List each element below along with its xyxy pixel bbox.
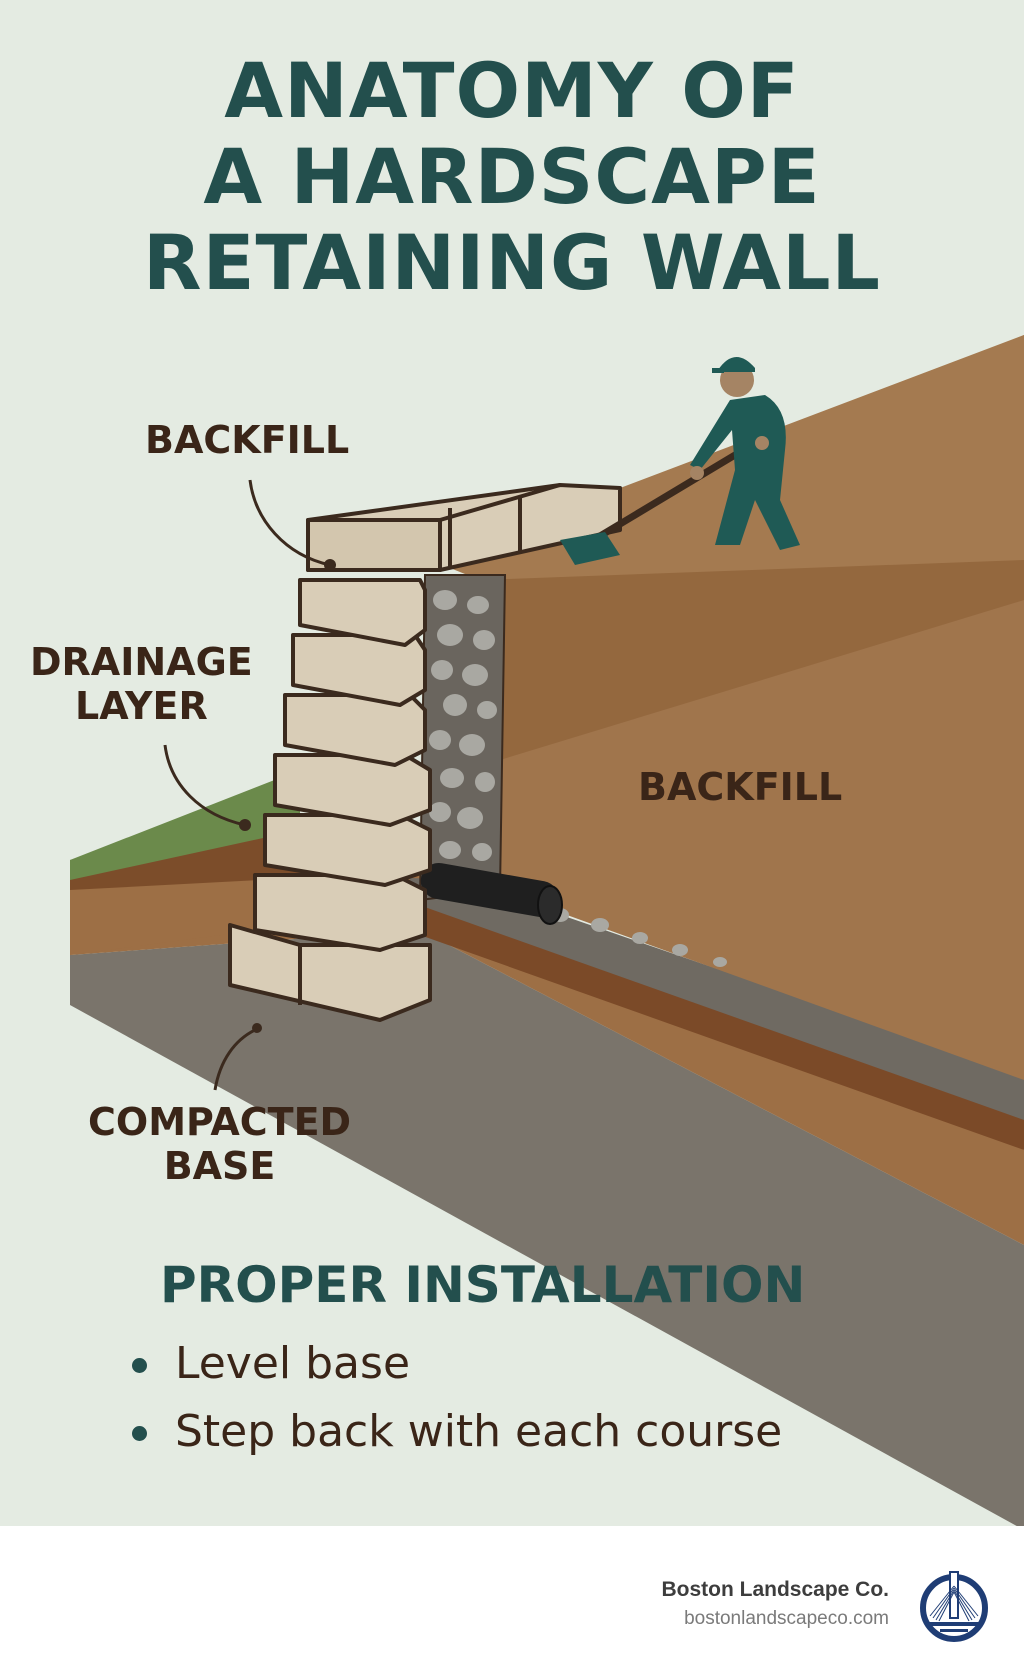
grass-strip — [70, 770, 300, 880]
footer: Boston Landscape Co. bostonlandscapeco.c… — [0, 1526, 1024, 1666]
company-website-link[interactable]: bostonlandscapeco.com — [684, 1608, 889, 1629]
backfill-darker-band — [500, 545, 1024, 760]
bullet-icon — [132, 1426, 147, 1441]
label-line: BASE — [163, 1144, 276, 1188]
company-name: Boston Landscape Co. — [661, 1578, 889, 1601]
list-item-text: Step back with each course — [175, 1406, 783, 1457]
label-compacted-base: COMPACTED BASE — [88, 1100, 351, 1188]
installation-list: Level base Step back with each course — [130, 1330, 782, 1466]
label-line: DRAINAGE — [30, 640, 253, 684]
label-backfill-right: BACKFILL — [638, 765, 843, 809]
infographic-poster: ANATOMY OF A HARDSCAPE RETAINING WALL BA… — [0, 0, 1024, 1526]
front-soil-face-light — [70, 880, 260, 955]
compacted-base-layer — [70, 930, 1024, 1526]
title-line: RETAINING WALL — [143, 218, 881, 307]
label-line: COMPACTED — [88, 1100, 352, 1144]
installation-heading: PROPER INSTALLATION — [160, 1256, 806, 1314]
retaining-wall-illustration — [70, 335, 1024, 1526]
drainage-stones — [429, 590, 727, 967]
label-backfill-top: BACKFILL — [145, 418, 350, 462]
gravel-strip — [405, 878, 1024, 1120]
page-title: ANATOMY OF A HARDSCAPE RETAINING WALL — [0, 48, 1024, 306]
bridge-logo-icon — [920, 1571, 988, 1642]
callout-dots — [239, 559, 336, 1033]
worker-with-shovel-icon — [560, 356, 800, 565]
retaining-wall-blocks — [228, 483, 622, 1022]
list-item: Level base — [130, 1330, 782, 1398]
callout-leaders — [163, 479, 331, 1091]
list-item-text: Level base — [175, 1338, 411, 1389]
list-item: Step back with each course — [130, 1398, 782, 1466]
perforated-drain-pipe — [420, 862, 563, 925]
bullet-icon — [132, 1358, 147, 1373]
title-line: ANATOMY OF — [224, 46, 800, 135]
title-line: A HARDSCAPE — [203, 132, 821, 221]
brand-block: Boston Landscape Co. bostonlandscapeco.c… — [661, 1576, 889, 1634]
label-line: LAYER — [74, 684, 208, 728]
label-drainage-layer: DRAINAGE LAYER — [30, 640, 253, 728]
